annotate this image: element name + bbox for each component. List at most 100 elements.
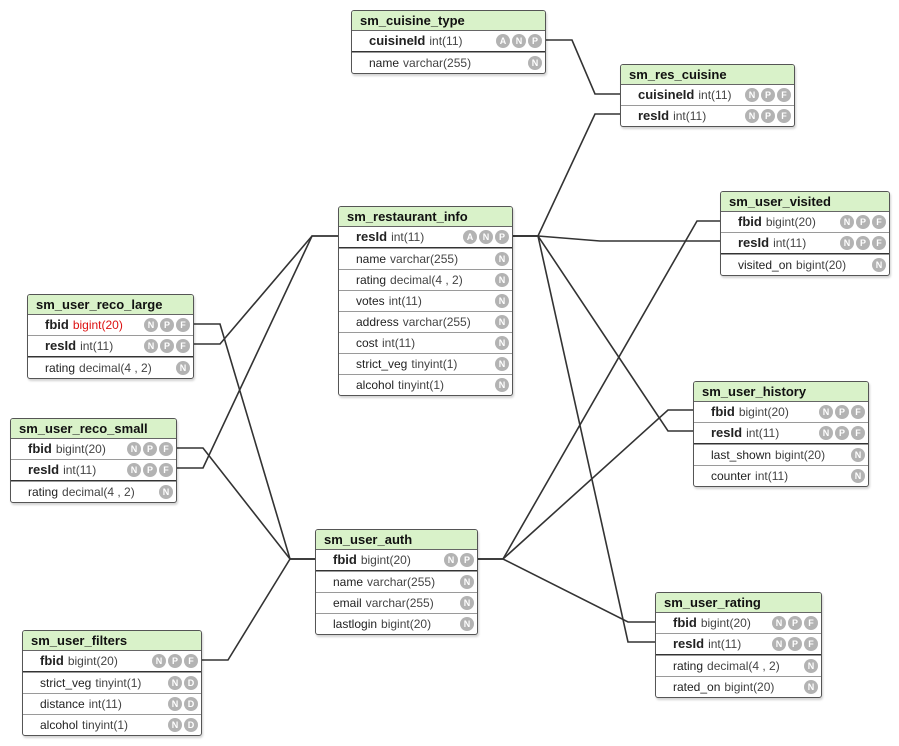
table-title[interactable]: sm_user_rating	[656, 593, 821, 613]
column-flags: N	[493, 357, 509, 371]
table-title[interactable]: sm_user_auth	[316, 530, 477, 550]
column-flags: N	[802, 680, 818, 694]
column-name: resId	[356, 229, 388, 244]
primary-key-flag-icon: P	[856, 236, 870, 250]
table-title[interactable]: sm_user_visited	[721, 192, 889, 212]
table-title[interactable]: sm_cuisine_type	[352, 11, 545, 31]
column-name: name	[333, 575, 364, 589]
column-name: name	[369, 56, 400, 70]
column-type: bigint(20)	[724, 680, 775, 694]
column-name: fbid	[40, 653, 64, 668]
column-name: resId	[711, 425, 743, 440]
table-title[interactable]: sm_user_filters	[23, 631, 201, 651]
table-title[interactable]: sm_user_history	[694, 382, 868, 402]
column-type: int(11)	[708, 637, 742, 651]
foreign-key-flag-icon: F	[159, 442, 173, 456]
column-name: cost	[356, 336, 379, 350]
column-name: last_shown	[711, 448, 772, 462]
column-flags: N	[458, 617, 474, 631]
column-type: decimal(4 , 2)	[62, 485, 135, 499]
column-type: bigint(20)	[381, 617, 432, 631]
primary-key-flag-icon: P	[788, 637, 802, 651]
column-type: int(11)	[391, 230, 425, 244]
column-type: int(11)	[673, 109, 707, 123]
table-title[interactable]: sm_res_cuisine	[621, 65, 794, 85]
relationship-line	[200, 558, 315, 661]
not-null-flag-icon: N	[159, 485, 173, 499]
column-type: int(11)	[698, 88, 732, 102]
column-type: bigint(20)	[775, 448, 826, 462]
column-type: int(11)	[429, 34, 463, 48]
column-name: fbid	[45, 317, 69, 332]
default-value-flag-icon: D	[184, 676, 198, 690]
table-title[interactable]: sm_user_reco_small	[11, 419, 176, 439]
not-null-flag-icon: N	[495, 378, 509, 392]
column-name: visited_on	[738, 258, 793, 272]
column-name: resId	[28, 462, 60, 477]
column-name: cuisineId	[369, 33, 426, 48]
column-type: varchar(255)	[365, 596, 434, 610]
column-type: bigint(20)	[55, 442, 106, 456]
not-null-flag-icon: N	[460, 617, 474, 631]
not-null-flag-icon: N	[804, 659, 818, 673]
table-title[interactable]: sm_user_reco_large	[28, 295, 193, 315]
not-null-flag-icon: N	[851, 469, 865, 483]
table-title[interactable]: sm_restaurant_info	[339, 207, 512, 227]
not-null-flag-icon: N	[127, 463, 141, 477]
column-name: resId	[638, 108, 670, 123]
column-name: cuisineId	[638, 87, 695, 102]
column-name: strict_veg	[40, 676, 92, 690]
column-name: rating	[356, 273, 387, 287]
